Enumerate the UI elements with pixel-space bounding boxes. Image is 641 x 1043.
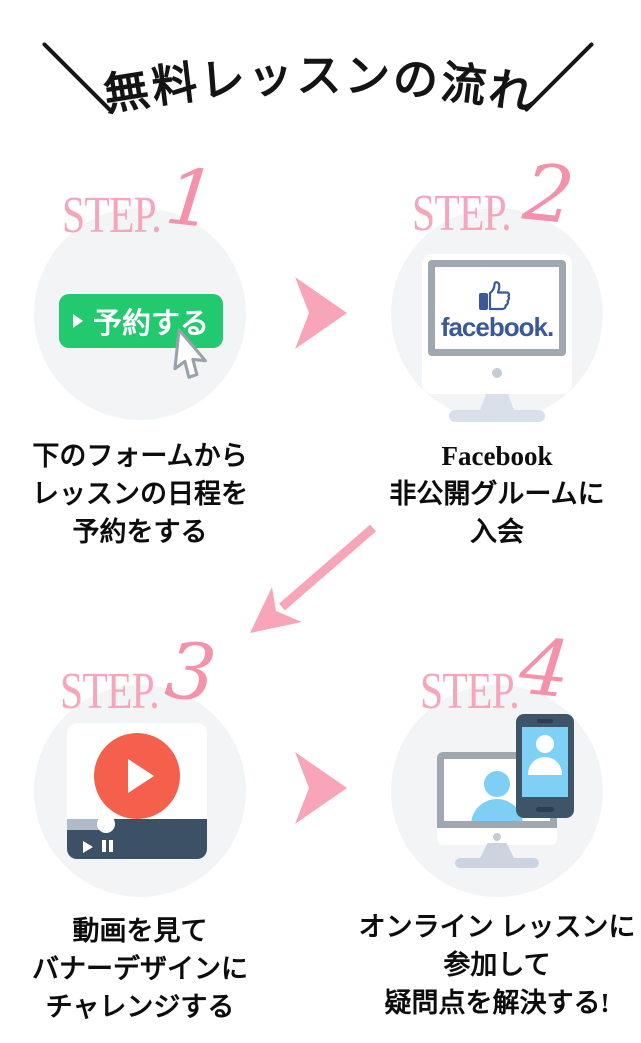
step4-label: STEP. xyxy=(420,663,520,720)
step3-number: 3 xyxy=(161,625,221,721)
monitor-screen: facebook. xyxy=(435,267,559,349)
caption-line: 下のフォームから xyxy=(32,441,248,471)
step4-caption: オンライン レッスンに 参加して 疑問点を解決する! xyxy=(337,908,641,1022)
step3-label: STEP. xyxy=(60,663,160,720)
caption-line: 動画を見て xyxy=(72,916,208,946)
cursor-icon xyxy=(173,328,207,379)
monitor-stand-base xyxy=(455,858,539,868)
diagonal-down-left-arrow-icon xyxy=(250,524,376,633)
phone-speaker xyxy=(537,719,553,723)
monitor-bezel: facebook. xyxy=(428,260,566,356)
caption-line: 参加して xyxy=(443,950,551,980)
play-button-icon xyxy=(94,733,180,819)
reserve-button-label: 予約する xyxy=(92,308,209,340)
facebook-logo: facebook. xyxy=(440,311,554,342)
monitor-stand-base xyxy=(449,410,545,422)
phone-home-button xyxy=(536,807,554,812)
phone-screen xyxy=(522,727,568,797)
caption-line: バナーデザインに xyxy=(32,954,248,984)
play-triangle-icon xyxy=(128,759,154,793)
step1-caption: 下のフォームから レッスンの日程を 予約をする xyxy=(0,437,300,551)
step2-number: 2 xyxy=(519,147,579,243)
caption-line: オンライン レッスンに xyxy=(358,912,636,942)
monitor-chin xyxy=(437,828,557,845)
player-control-bar xyxy=(67,815,207,859)
page-title: 無料レッスンの流れ xyxy=(100,51,541,121)
monitor-stand-neck xyxy=(480,843,514,858)
play-triangle-icon xyxy=(72,314,83,328)
step1-number: 1 xyxy=(161,151,221,247)
caption-line: レッスンの日程を xyxy=(32,479,248,509)
step3-caption: 動画を見て バナーデザインに チャレンジする xyxy=(0,912,300,1026)
chevron-right-arrow-icon xyxy=(295,277,347,349)
caption-line: チャレンジする xyxy=(45,992,235,1022)
person-icon xyxy=(536,735,554,753)
caption-line: 疑問点を解決する! xyxy=(384,988,610,1018)
monitor-stand-neck xyxy=(480,394,514,410)
step4-number: 4 xyxy=(515,621,575,717)
chevron-right-arrow-icon xyxy=(295,752,347,824)
smartphone-icon xyxy=(516,714,574,818)
caption-line: 非公開グルームに xyxy=(389,479,605,509)
pause-icon xyxy=(102,840,106,852)
step2-label: STEP. xyxy=(412,185,512,242)
monitor-dot xyxy=(492,368,502,378)
person-icon xyxy=(467,771,527,821)
caption-line: 予約をする xyxy=(72,517,208,547)
caption-line: 入会 xyxy=(470,517,524,547)
caption-line: Facebook xyxy=(441,441,553,471)
step2-caption: Facebook 非公開グルームに 入会 xyxy=(337,437,641,551)
play-icon xyxy=(83,841,93,853)
progress-knob xyxy=(97,815,115,833)
progress-bar xyxy=(67,819,107,830)
step1-label: STEP. xyxy=(62,187,162,244)
monitor-dot xyxy=(493,833,501,841)
reserve-button[interactable]: 予約する xyxy=(59,294,223,348)
facebook-monitor-icon: facebook. xyxy=(422,254,572,394)
video-player-icon xyxy=(67,723,207,859)
thumbs-up-icon xyxy=(479,280,511,310)
